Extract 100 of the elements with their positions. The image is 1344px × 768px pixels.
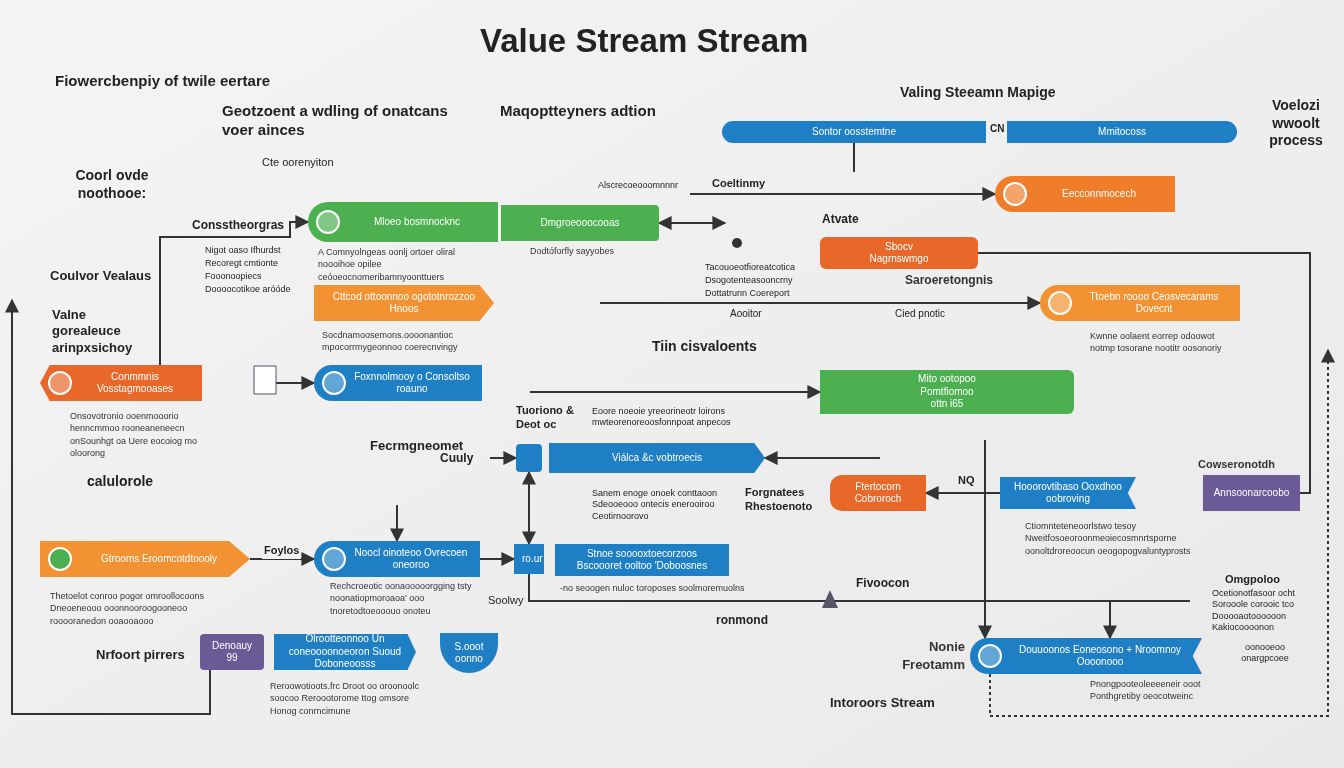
node-text: Annsoonarcoobo (1213, 486, 1290, 500)
node-text: Eecconnmocech (1062, 187, 1136, 201)
text-label: Coulvor Vealaus (50, 268, 153, 285)
text-label: oonooeoo onargpcoee (1240, 642, 1290, 665)
text-label: NQ (958, 474, 976, 488)
process-banner (274, 634, 416, 670)
node-text: Mmitocoss (1098, 125, 1146, 139)
text-label: Soolwy (488, 594, 525, 608)
process-banner (1000, 477, 1136, 509)
node-label: -no seoogen nuloc toroposes soolmoremuolns (560, 582, 746, 595)
process-banner (995, 176, 1175, 212)
text-label: Fiowercbenpiy of twile eertare (55, 72, 272, 91)
node-text: Mloeo bosmnocknc (373, 215, 461, 229)
text-label: Fooonoopiecs (205, 271, 263, 283)
node-text: Sontor oosstemtne (812, 125, 896, 139)
title: Value Stream Stream (480, 21, 809, 61)
arrow (978, 439, 992, 640)
process-banner (830, 475, 926, 511)
node-text: Douuoonos Eoneosono + Nroomnoy Oooonooo (1017, 643, 1183, 669)
process-banner (314, 285, 494, 321)
text-label: Cuuly (440, 451, 475, 466)
node-text: ottn i65 (930, 398, 964, 411)
node-text: Bscoooret ooltoo 'Doboosnes (576, 560, 708, 573)
node-label: Dodtóforfly sayyobes (530, 245, 616, 258)
text-label: Dsogotenteasooncrny (705, 275, 794, 287)
text-label: Tuoriono & Deot oc (516, 404, 575, 432)
node-text: S.ooot oonno (453, 640, 485, 666)
text-label: Alscrecoeooomnnnr (598, 180, 680, 192)
node-text: Gtrooms Eroomcotdtoooly (100, 552, 218, 566)
node-text: ro.ur (522, 552, 543, 566)
process-banner (200, 634, 264, 670)
text-label: Maqoptteyners adtion (500, 102, 657, 121)
shield-shape (440, 633, 498, 673)
text-label: Omgpoloo (1225, 573, 1281, 587)
process-banner (40, 541, 250, 577)
text-label: Recoregt cmtionte (205, 258, 280, 270)
arrow (5, 298, 211, 715)
process-banner (40, 365, 202, 401)
text-label: Tacouoeotfioreatcotica (705, 262, 797, 274)
text-label: Sanem enoge onoek conttaoon Sdeooeooo ontecis enerooiroo Ceotirnoorovo (592, 488, 719, 522)
node-text: Stnoe sooooxtoecorzoos (586, 547, 698, 560)
text-label: Doooocotikoe aróóde (205, 284, 292, 296)
process-banner (1040, 285, 1240, 321)
node-text: Ttoebn roooo Ceosvecarams Dovecnt (1088, 290, 1220, 316)
node-label: Kwnne oolaent eorrep odoowot notmp tosorane nootitr oosonoriy (1090, 330, 1223, 355)
node-label: Socdnamoosemons.oooonantioc mpocorrmygeonnoo coerecnvingy (322, 329, 459, 354)
node-text: Noocl oinoteoo Ovrecoen oneoroo (353, 546, 469, 572)
process-banner (314, 365, 482, 401)
node-text: Foxnnolmooy o Consoltso roauno (353, 370, 471, 396)
node-label: Thetoelot conroo pogor omroollocoons Dneoeneooo ooonnooroogooneoo rooooranedon ooaooaooo (50, 590, 206, 628)
node-label: Rechcroeotic oonaooooorgging tsty noonatiopmoroaoa' ooo tnoretodtoeooouo onoteu (330, 580, 473, 618)
text-label: Fecrmgneomet (370, 438, 464, 454)
node-text: Ftertocorn Cobroroch (853, 480, 903, 506)
arrow (522, 470, 536, 546)
text-label: Ocetionotfasoor ocht Sorooole corooic tco Dooooaotoooooon Kakiocoooonon (1212, 588, 1297, 633)
text-label: Atvate (822, 212, 860, 227)
process-banner (549, 443, 765, 473)
process-banner (1007, 121, 1237, 143)
process-banner (1203, 475, 1300, 511)
node-text: Conmmnis Vosstagmooases (95, 370, 175, 396)
text-label: calulorole (87, 473, 155, 491)
process-box (516, 444, 542, 472)
node-label: Onsovotronio ooenmooorio henncmmoo rooneaneneecn onSounhgt oa Uere eocoiog mo oloorong (70, 410, 199, 460)
node-text: Denoauy 99 (211, 639, 253, 665)
node-text: Sbocv (885, 240, 913, 253)
node-label: Cowseronotdh (1198, 457, 1276, 472)
arrow (489, 451, 518, 465)
arrow (763, 451, 881, 465)
arrow (159, 215, 310, 366)
text-label: Coorl ovde noothooe: (74, 167, 150, 202)
arrow (1103, 600, 1117, 640)
process-banner (820, 237, 978, 269)
node-label: Saroeretongnis (905, 272, 995, 289)
text-label: Aooitor (730, 308, 763, 321)
node-label: Ctiomnteteneoorlstwo tesoy Nweitfosoeoroonmeoiecosmnrtsporne oonoltdroreoocun oeogopogvaluntyprosts (1025, 520, 1192, 558)
process-banner (970, 638, 1202, 674)
process-banner (314, 541, 480, 577)
arrow (390, 504, 404, 543)
arrow (924, 486, 1001, 500)
text-label: Eoore noeoie yreeorineotr loirons mwteorenoreoosfonnpoat anpecos (592, 406, 732, 429)
process-banner (514, 544, 544, 574)
node-text: Olrootteonnoo Un coneoooonoeoron Suoud Doboneoosss (287, 633, 403, 671)
dashed-arrow (989, 348, 1335, 717)
arrow (529, 385, 822, 399)
text-label: Consstheorgras (192, 218, 286, 233)
node-label: Pnongpooteoleeeeneir ooot Ponthgretiby oeocotweinc (1090, 678, 1202, 703)
text-label: Nrfoort pirrers (96, 647, 186, 664)
node-text: Mito ootopoo (918, 373, 976, 386)
arrow (689, 187, 997, 201)
text-label: Valing Steeamn Mapige (900, 84, 1057, 102)
text-label: Nigot oaso Ifhurdst (205, 245, 282, 257)
node-label: Nonie Freotamm (901, 638, 965, 674)
text-label: Valne gorealeuce arinpxsichoy (52, 307, 134, 356)
arrow (479, 552, 516, 566)
node-label: Reroowotioots.frc Droot oo oroonoolc soocoo Reroootorome ttog omsore Honog conrncimune (270, 680, 421, 718)
text-label: Tiin cisvaloents (652, 338, 758, 356)
node-text: Cttcod ottoonnoo ogototnrozzoo Hnoos (331, 290, 477, 316)
process-banner (308, 202, 498, 242)
text-label: Coeltinmy (712, 177, 767, 191)
arrow (599, 296, 1042, 310)
